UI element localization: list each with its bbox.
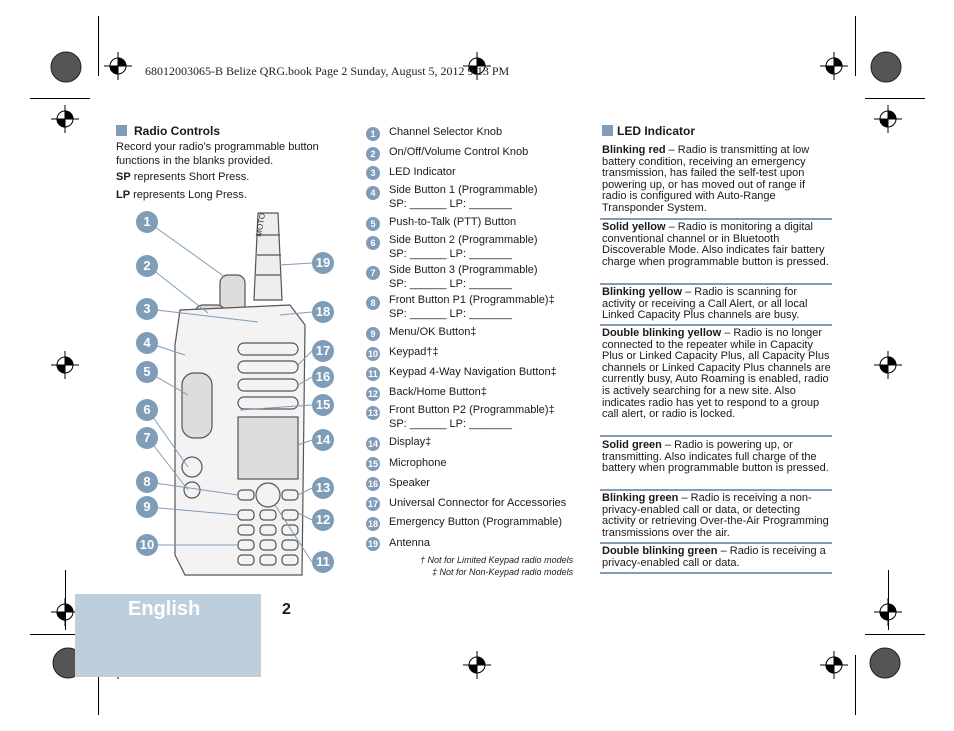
footnote-limited-keypad: † Not for Limited Keypad radio models [420,555,574,565]
led-entry-blinking-red: Blinking red – Radio is transmitting at … [602,144,810,214]
list-item: Front Button P2 (Programmable)‡ [389,404,555,416]
blank-fields: SP: ______ LP: _______ [389,308,512,320]
section-square-icon [116,125,127,136]
list-number: 2 [366,147,380,161]
callout-18: 18 [312,301,334,323]
lp-definition: LP represents Long Press. [116,189,247,201]
callout-15: 15 [312,394,334,416]
radio-controls-intro: Record your radio’s programmable button … [116,141,319,167]
divider [600,572,832,574]
callout-16: 16 [312,366,334,388]
callout-19: 19 [312,252,334,274]
divider [600,324,832,326]
list-number: 4 [366,186,380,200]
sp-definition: SP represents Short Press. [116,171,250,183]
antenna-brand: MOTO [254,212,267,237]
list-number: 17 [366,497,380,511]
divider [600,435,832,437]
callout-9: 9 [136,496,158,518]
list-item: Channel Selector Knob [389,126,503,138]
callout-5: 5 [136,361,158,383]
list-number: 9 [366,327,380,341]
list-number: 14 [366,437,380,451]
list-item: LED Indicator [389,166,456,178]
blank-fields: SP: ______ LP: _______ [389,198,512,210]
list-item: Emergency Button (Programmable) [389,516,563,528]
page-number: 2 [282,601,291,618]
list-item: Menu/OK Button‡ [389,326,477,338]
list-number: 5 [366,217,380,231]
list-number: 7 [366,266,380,280]
callout-2: 2 [136,255,158,277]
print-header: 68012003065-B Belize QRG.book Page 2 Sun… [145,64,510,78]
list-number: 1 [366,127,380,141]
led-entry-solid-green: Solid green – Radio is powering up, or t… [602,439,829,475]
list-item: On/Off/Volume Control Knob [389,146,529,158]
list-item: Antenna [389,537,430,549]
led-entry-blinking-green: Blinking green – Radio is receiving a no… [602,492,829,539]
section-square-icon [602,125,613,136]
callout-3: 3 [136,298,158,320]
radio-controls-heading: Radio Controls [116,124,220,138]
led-entry-double-blinking-yellow: Double blinking yellow – Radio is no lon… [602,327,831,421]
blank-fields: SP: ______ LP: _______ [389,418,512,430]
list-item: Universal Connector for Accessories [389,497,567,509]
callout-17: 17 [312,340,334,362]
list-number: 15 [366,457,380,471]
led-entry-solid-yellow: Solid yellow – Radio is monitoring a dig… [602,221,829,268]
list-item: Back/Home Button‡ [389,386,487,398]
callout-7: 7 [136,427,158,449]
list-number: 13 [366,406,380,420]
list-item: Keypad 4-Way Navigation Button‡ [389,366,557,378]
blank-fields: SP: ______ LP: _______ [389,248,512,260]
footnote-non-keypad: ‡ Not for Non-Keypad radio models [432,567,574,577]
list-item: Front Button P1 (Programmable)‡ [389,294,555,306]
divider [600,489,832,491]
callout-4: 4 [136,332,158,354]
language-label: English [128,598,201,620]
led-entry-blinking-yellow: Blinking yellow – Radio is scanning for … [602,286,808,322]
list-number: 18 [366,517,380,531]
callout-6: 6 [136,399,158,421]
divider [600,542,832,544]
list-item: Keypad†‡ [389,346,439,358]
list-item: Side Button 2 (Programmable) [389,234,538,246]
list-number: 3 [366,166,380,180]
list-number: 16 [366,477,380,491]
divider [600,283,832,285]
radio-illustration: MOTO [147,212,313,576]
list-item: Microphone [389,457,447,469]
blank-fields: SP: ______ LP: _______ [389,278,512,290]
list-number: 6 [366,236,380,250]
list-number: 11 [366,367,380,381]
list-number: 8 [366,296,380,310]
led-indicator-heading: LED Indicator [602,124,695,138]
list-item: Speaker [389,477,430,489]
divider [600,218,832,220]
led-entry-double-blinking-green: Double blinking green – Radio is receivi… [602,545,826,569]
callout-8: 8 [136,471,158,493]
list-number: 12 [366,387,380,401]
callout-12: 12 [312,509,334,531]
list-item: Display‡ [389,436,432,448]
callout-13: 13 [312,477,334,499]
list-item: Push-to-Talk (PTT) Button [389,216,517,228]
callout-11: 11 [312,551,334,573]
list-number: 10 [366,347,380,361]
list-item: Side Button 1 (Programmable) [389,184,538,196]
callout-14: 14 [312,429,334,451]
list-number: 19 [366,537,380,551]
callout-10: 10 [136,534,158,556]
callout-1: 1 [136,211,158,233]
language-tab [75,594,261,677]
list-item: Side Button 3 (Programmable) [389,264,538,276]
